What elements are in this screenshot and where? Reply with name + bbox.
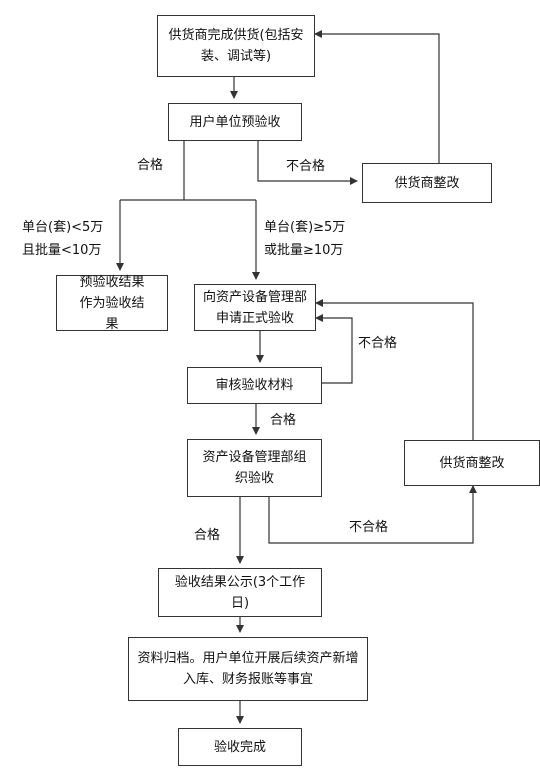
node-supplier-delivery: 供货商完成供货(包括安装、调试等) [157,15,315,77]
node-apply-formal: 向资产设备管理部申请正式验收 [194,284,316,331]
label-large-line1: 单台(套)≥5万 [264,220,346,235]
node-pre-result: 预验收结果作为验收结果 [56,275,168,332]
node-supplier-fix-1: 供货商整改 [362,163,492,203]
arrow-fix2-to-apply [315,299,474,440]
node-review-materials: 审核验收材料 [187,367,322,404]
label-fail-1: 不合格 [286,159,326,174]
label-small-line1: 单台(套)<5万 [22,220,104,235]
arrow-preaccept-fail-to-fix1 [257,141,358,185]
label-pass-2: 合格 [270,413,297,428]
label-large-line2: 或批量≥10万 [264,243,344,258]
node-done: 验收完成 [178,728,302,766]
arrow-review-fail-loop [315,314,353,384]
label-pass-3: 合格 [194,528,221,543]
label-small-line2: 且批量<10万 [22,243,102,258]
label-pass-1: 合格 [137,158,164,173]
node-organize-accept: 资产设备管理部组织验收 [187,439,322,497]
label-fail-3: 不合格 [349,520,389,535]
node-user-pre-accept: 用户单位预验收 [168,103,302,141]
node-archive: 资料归档。用户单位开展后续资产新增入库、财务报账等事宜 [128,637,368,701]
label-fail-2: 不合格 [358,336,398,351]
node-supplier-fix-2: 供货商整改 [404,440,540,486]
node-publicize: 验收结果公示(3个工作日) [158,568,322,617]
arrow-fix1-to-delivery [314,30,440,163]
arrow-organize-fail-to-fix2 [268,485,477,544]
